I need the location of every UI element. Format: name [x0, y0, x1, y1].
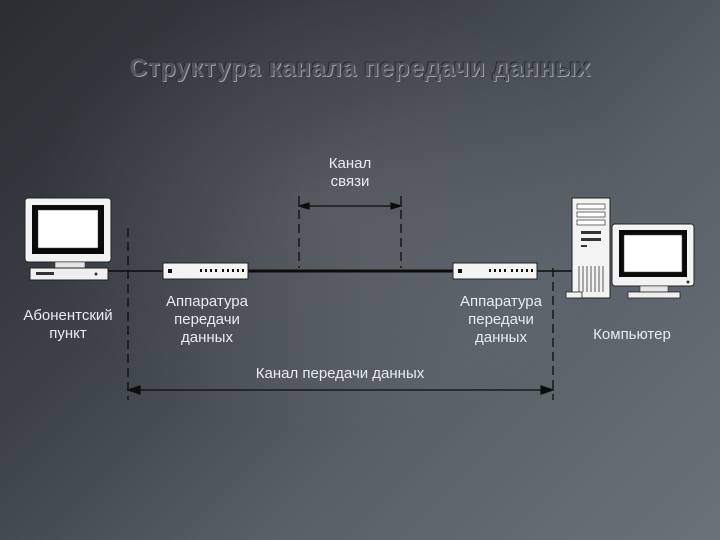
- tower-pc-icon: [566, 198, 610, 298]
- link-arrow: [299, 203, 401, 209]
- equipment-right-line-1: Аппаратура: [444, 293, 558, 311]
- modem-icon: [163, 263, 248, 279]
- channel-link-line-1: Канал: [305, 155, 395, 173]
- subscriber-point-label: Абонентский пункт: [8, 307, 128, 343]
- computer-label: Компьютер: [572, 326, 692, 344]
- monitor-icon: [612, 224, 694, 298]
- equipment-right-line-3: данных: [444, 329, 558, 347]
- equipment-left-label: Аппаратура передачи данных: [150, 293, 264, 347]
- equipment-left-line-2: передачи: [150, 311, 264, 329]
- data-channel-arrow: [128, 386, 553, 394]
- data-channel-label: Канал передачи данных: [220, 365, 460, 383]
- equipment-left-line-1: Аппаратура: [150, 293, 264, 311]
- modem-icon: [453, 263, 537, 279]
- subscriber-point-line-1: Абонентский: [8, 307, 128, 325]
- equipment-left-line-3: данных: [150, 329, 264, 347]
- equipment-right-label: Аппаратура передачи данных: [444, 293, 558, 347]
- monitor-terminal-icon: [25, 198, 111, 280]
- equipment-right-line-2: передачи: [444, 311, 558, 329]
- channel-link-line-2: связи: [305, 173, 395, 191]
- subscriber-point-line-2: пункт: [8, 325, 128, 343]
- channel-link-label: Канал связи: [305, 155, 395, 191]
